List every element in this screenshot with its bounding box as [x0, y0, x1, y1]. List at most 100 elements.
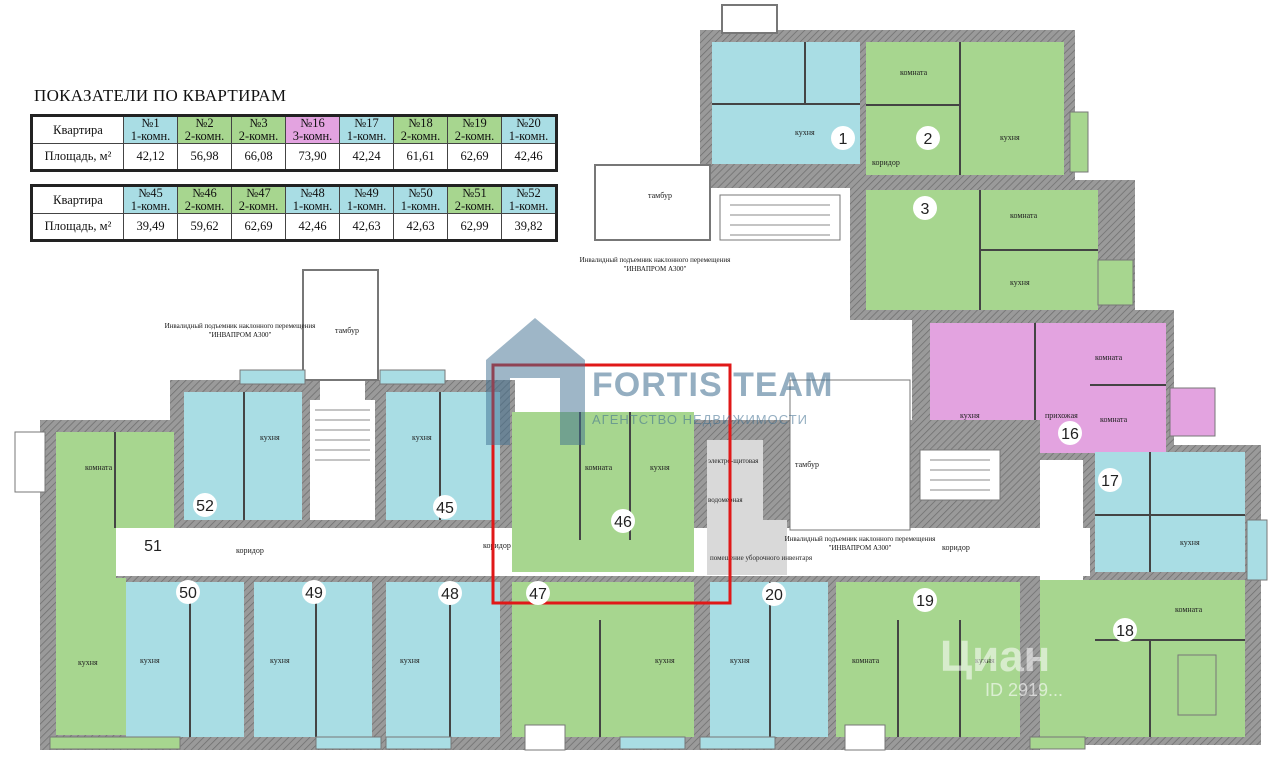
area-cell-3: 66,08	[231, 143, 286, 171]
apartment-number-52: 52	[196, 498, 214, 515]
cian-watermark: Циан	[940, 632, 1051, 681]
svg-text:кухня: кухня	[1180, 538, 1200, 547]
svg-text:кухня: кухня	[400, 656, 420, 665]
area-cell-1: 42,12	[123, 143, 178, 171]
row-label-area: Площадь, м²	[31, 143, 124, 171]
row-label-apartment: Квартира	[31, 185, 124, 214]
area-cell-2: 56,98	[177, 143, 232, 171]
main-block	[14, 269, 1090, 751]
apartment-2-area	[866, 42, 1064, 175]
logo-tagline: АГЕНТСТВО НЕДВИЖИМОСТИ	[592, 412, 808, 427]
svg-text:кухня: кухня	[650, 463, 670, 472]
cian-watermark-id: ID 2919...	[985, 680, 1064, 700]
apartment-marker-20	[762, 582, 786, 606]
area-cell-46: 59,62	[177, 213, 232, 241]
area-cell-18: 61,61	[393, 143, 448, 171]
area-cell-20: 42,46	[501, 143, 557, 171]
row-label-apartment: Квартира	[31, 115, 124, 144]
svg-text:комната: комната	[900, 68, 928, 77]
apartment-number-49: 49	[305, 585, 323, 602]
label-tambur-1: тамбур	[648, 191, 672, 200]
row-label-area: Площадь, м²	[31, 213, 124, 241]
area-cell-45: 39,49	[123, 213, 178, 241]
area-cell-49: 42,63	[339, 213, 394, 241]
svg-text:кухня: кухня	[140, 656, 160, 665]
apartment-49-area	[254, 582, 372, 737]
label-uborochny: помещение уборочного инвентаря	[710, 554, 813, 562]
area-cell-50: 42,63	[393, 213, 448, 241]
apartment-markers	[141, 126, 1137, 642]
fortis-team-logo-icon	[486, 318, 585, 445]
apartment-number-46: 46	[614, 514, 632, 531]
apartment-marker-52	[193, 493, 217, 517]
svg-text:комната: комната	[852, 656, 880, 665]
label-kuhnya-1: кухня	[795, 128, 815, 137]
area-cell-48: 42,46	[285, 213, 340, 241]
apartment-marker-3	[913, 196, 937, 220]
label-tambur-3: тамбур	[795, 460, 819, 469]
label-koridor-2: коридор	[236, 546, 264, 555]
apartment-number-19: 19	[916, 593, 934, 610]
apartment-marker-45	[433, 495, 457, 519]
apartment-number-51: 51	[144, 538, 162, 555]
apartment-marker-50	[176, 580, 200, 604]
table-title: ПОКАЗАТЕЛИ ПО КВАРТИРАМ	[34, 86, 287, 105]
apartment-marker-48	[438, 581, 462, 605]
apartment-marker-19	[913, 588, 937, 612]
svg-text:кухня: кухня	[412, 433, 432, 442]
apartment-marker-49	[302, 580, 326, 604]
apartment-number-2: 2	[924, 131, 933, 148]
apartment-marker-1	[831, 126, 855, 150]
label-koridor-4: коридор	[942, 543, 970, 552]
area-cell-19: 62,69	[447, 143, 502, 171]
svg-text:кухня: кухня	[730, 656, 750, 665]
lift-note-right: Инвалидный подъемник наклонного перемеще…	[784, 535, 936, 552]
area-cell-16: 73,90	[285, 143, 340, 171]
apartment-marker-16	[1058, 421, 1082, 445]
svg-text:кухня: кухня	[975, 656, 995, 665]
table-row-area: Площадь, м² 42,12 56,98 66,08 73,90 42,2…	[31, 143, 557, 171]
lift-note-top: Инвалидный подъемник наклонного перемеще…	[579, 256, 731, 273]
lift-note-left: Инвалидный подъемник наклонного перемеще…	[164, 322, 316, 339]
apartment-number-16: 16	[1061, 426, 1079, 443]
svg-text:кухня: кухня	[655, 656, 675, 665]
svg-text:комната: комната	[1095, 353, 1123, 362]
svg-text:кухня: кухня	[260, 433, 280, 442]
svg-text:кухня: кухня	[1000, 133, 1020, 142]
apartment-48-area	[386, 582, 500, 737]
apartment-number-47: 47	[529, 586, 547, 603]
apartment-marker-51	[141, 533, 165, 557]
area-cell-17: 42,24	[339, 143, 394, 171]
apartment-marker-18	[1113, 618, 1137, 642]
apartment-number-1: 1	[839, 131, 848, 148]
area-cell-51: 62,99	[447, 213, 502, 241]
apartment-46-area	[512, 412, 694, 572]
apartment-number-50: 50	[179, 585, 197, 602]
area-cell-52: 39,82	[501, 213, 557, 241]
apartment-marker-46	[611, 509, 635, 533]
svg-text:кухня: кухня	[1010, 278, 1030, 287]
svg-text:комната: комната	[85, 463, 113, 472]
apartment-17-area	[1095, 452, 1245, 572]
svg-text:кухня: кухня	[960, 411, 980, 420]
apartment-number-18: 18	[1116, 623, 1134, 640]
svg-text:комната: комната	[1175, 605, 1203, 614]
apartment-marker-17	[1098, 468, 1122, 492]
